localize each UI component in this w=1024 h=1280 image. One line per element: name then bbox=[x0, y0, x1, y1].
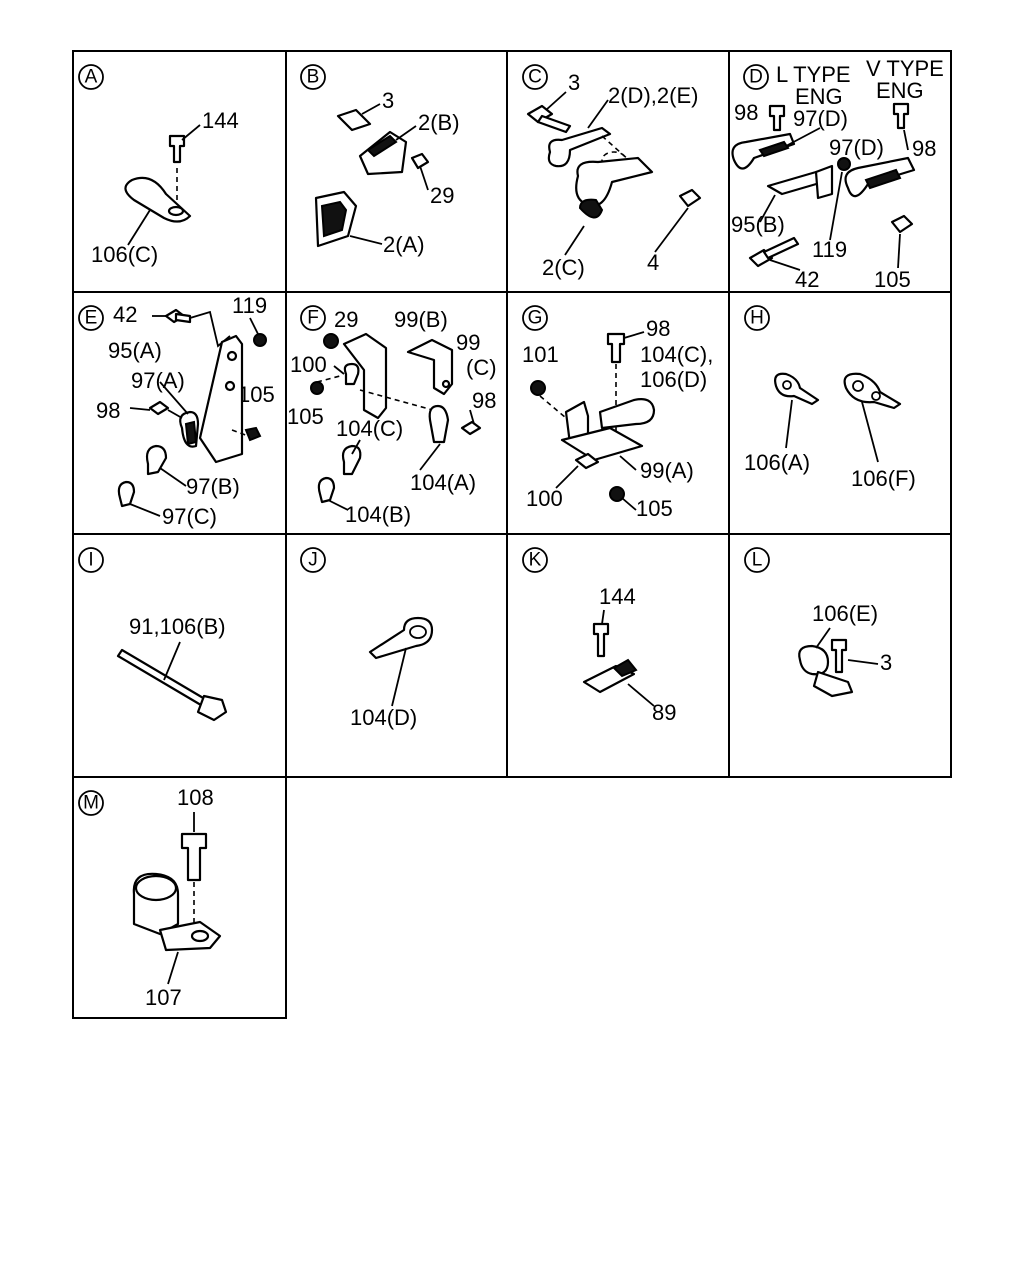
label-2a: 2(A) bbox=[383, 232, 425, 257]
panel-d: D L TYPE ENG V TYPE ENG 98 97(D) 97(D) 9… bbox=[731, 56, 944, 292]
panel-m-letter: M bbox=[83, 793, 99, 814]
panel-j-letter: J bbox=[308, 550, 318, 571]
panel-a-letter: A bbox=[85, 67, 98, 88]
label-eng-v: ENG bbox=[876, 78, 924, 103]
label-2d-2e: 2(D),2(E) bbox=[608, 83, 698, 108]
label-97a: 97(A) bbox=[131, 368, 185, 393]
panel-l-letter: L bbox=[752, 550, 763, 571]
label-97d-right: 97(D) bbox=[829, 135, 884, 160]
panel-i: I 91,106(B) bbox=[78, 547, 228, 722]
label-98-right: 98 bbox=[912, 136, 936, 161]
label-106a: 106(A) bbox=[744, 450, 810, 475]
panel-g: G 98 101 104(C), 106(D) 99(A) 100 105 bbox=[522, 305, 713, 521]
label-98: 98 bbox=[472, 388, 496, 413]
label-104a: 104(A) bbox=[410, 470, 476, 495]
panel-b: B 3 2(B) 29 2(A) bbox=[300, 64, 460, 257]
label-c: (C) bbox=[466, 355, 497, 380]
label-108: 108 bbox=[177, 785, 214, 810]
label-29: 29 bbox=[430, 183, 454, 208]
label-98: 98 bbox=[646, 316, 670, 341]
panel-g-letter: G bbox=[528, 308, 543, 329]
label-104c: 104(C), bbox=[640, 342, 713, 367]
label-105: 105 bbox=[636, 496, 673, 521]
panel-h: H 106(A) 106(F) bbox=[744, 305, 916, 491]
label-107: 107 bbox=[145, 985, 182, 1010]
label-l-type: L TYPE bbox=[776, 62, 851, 87]
label-104c: 104(C) bbox=[336, 416, 403, 441]
label-99a: 99(A) bbox=[640, 458, 694, 483]
label-3: 3 bbox=[568, 70, 580, 95]
label-104d: 104(D) bbox=[350, 705, 417, 730]
label-97d-left: 97(D) bbox=[793, 106, 848, 131]
label-100: 100 bbox=[526, 486, 563, 511]
panel-j: J 104(D) bbox=[300, 547, 434, 730]
label-3: 3 bbox=[880, 650, 892, 675]
label-100: 100 bbox=[290, 352, 327, 377]
label-97c: 97(C) bbox=[162, 504, 217, 529]
label-106c: 106(C) bbox=[91, 242, 158, 267]
panel-c-letter: C bbox=[528, 67, 542, 88]
label-29: 29 bbox=[334, 307, 358, 332]
label-91-106b: 91,106(B) bbox=[129, 614, 226, 639]
panel-f-letter: F bbox=[307, 308, 319, 329]
panel-i-letter: I bbox=[88, 550, 93, 571]
label-105: 105 bbox=[238, 382, 275, 407]
label-95b: 95(B) bbox=[731, 212, 785, 237]
label-4: 4 bbox=[647, 250, 659, 275]
label-eng-l: ENG bbox=[795, 84, 843, 109]
label-144: 144 bbox=[202, 108, 239, 133]
panel-f: F 29 99(B) 99 (C) 100 105 98 104(C) 104(… bbox=[287, 305, 497, 527]
label-104b: 104(B) bbox=[345, 502, 411, 527]
panel-a: A 144 106(C) bbox=[78, 64, 239, 267]
panel-k-letter: K bbox=[529, 550, 542, 571]
panel-c: C 3 2(D),2(E) 2(C) 4 bbox=[522, 64, 702, 280]
label-3: 3 bbox=[382, 88, 394, 113]
label-119: 119 bbox=[232, 293, 267, 318]
panel-h-letter: H bbox=[750, 308, 764, 329]
label-106e: 106(E) bbox=[812, 601, 878, 626]
label-99: 99 bbox=[456, 330, 480, 355]
label-98: 98 bbox=[96, 398, 120, 423]
label-144: 144 bbox=[599, 584, 636, 609]
grid-frame bbox=[72, 50, 952, 1019]
clip-106c-part bbox=[124, 124, 201, 246]
panel-l: L 106(E) 3 bbox=[744, 547, 892, 698]
label-119: 119 bbox=[812, 237, 847, 262]
panel-e-letter: E bbox=[85, 308, 98, 329]
label-106d: 106(D) bbox=[640, 367, 707, 392]
label-101: 101 bbox=[522, 342, 559, 367]
panel-k: K 144 89 bbox=[522, 547, 676, 725]
label-106f: 106(F) bbox=[851, 466, 916, 491]
panel-d-letter: D bbox=[749, 67, 763, 88]
label-98-left: 98 bbox=[734, 100, 758, 125]
label-2b: 2(B) bbox=[418, 110, 460, 135]
label-99b: 99(B) bbox=[394, 307, 448, 332]
panel-b-letter: B bbox=[307, 67, 320, 88]
label-42: 42 bbox=[113, 302, 137, 327]
panel-e: E 42 119 95(A) 97(A) 105 98 97(B) 97(C) bbox=[78, 293, 275, 529]
label-2c: 2(C) bbox=[542, 255, 585, 280]
label-89: 89 bbox=[652, 700, 676, 725]
panel-m: M 108 107 bbox=[78, 785, 222, 1010]
label-105: 105 bbox=[874, 267, 911, 292]
label-95a: 95(A) bbox=[108, 338, 162, 363]
panel-a-marker bbox=[78, 64, 104, 90]
label-42: 42 bbox=[795, 267, 819, 292]
label-97b: 97(B) bbox=[186, 474, 240, 499]
label-105: 105 bbox=[287, 404, 324, 429]
label-v-type: V TYPE bbox=[866, 56, 944, 81]
